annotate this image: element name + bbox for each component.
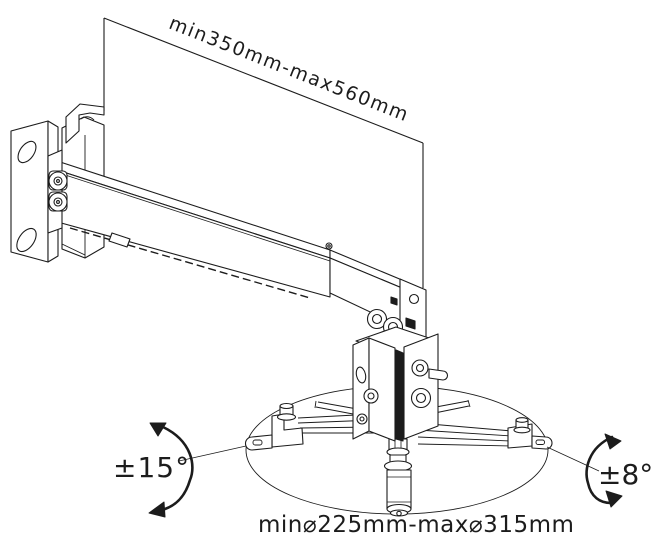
head-side-pin [428, 368, 449, 381]
arm-end-hole [408, 293, 420, 305]
head-slot [395, 349, 404, 442]
wall-plate-slot-top [17, 140, 37, 164]
tilt-arrow-left [148, 422, 194, 518]
head-knob-right-lower [410, 387, 432, 409]
arm-outer-tube [53, 159, 333, 299]
head-knob-upper-left [366, 308, 388, 330]
wall-knob-bottom [48, 192, 68, 212]
head-right-face [403, 333, 439, 440]
base-foot-left [244, 402, 304, 451]
arm-end-bolt [405, 317, 416, 330]
swivel-leader [546, 446, 600, 472]
arm-joint-screw [325, 242, 333, 250]
center-column [383, 438, 413, 517]
base-diameter-range-label: min⌀225mm-max⌀315mm [258, 512, 575, 538]
arm-inner-tube [329, 249, 427, 342]
base-foot-right-tab [531, 435, 553, 450]
head-knob-right-upper [411, 359, 429, 377]
swivel-range-label: ±8° [598, 458, 652, 491]
wall-knobs [47, 149, 68, 234]
swivel-arrow-right [585, 433, 623, 508]
tilt-leader [178, 445, 247, 462]
arm-clip [108, 232, 131, 248]
leader-lines [178, 445, 600, 472]
wall-knob-top [48, 171, 68, 191]
dimension-lines [103, 17, 424, 288]
base-foot-right [507, 417, 553, 450]
base-foot-left-tab [244, 434, 273, 451]
wall-plate-slot-bottom [16, 227, 37, 253]
head-oval-hole [355, 366, 367, 384]
tilt-range-label: ±15° [113, 451, 191, 484]
rail-hook [65, 103, 105, 144]
mount-head [352, 308, 449, 442]
